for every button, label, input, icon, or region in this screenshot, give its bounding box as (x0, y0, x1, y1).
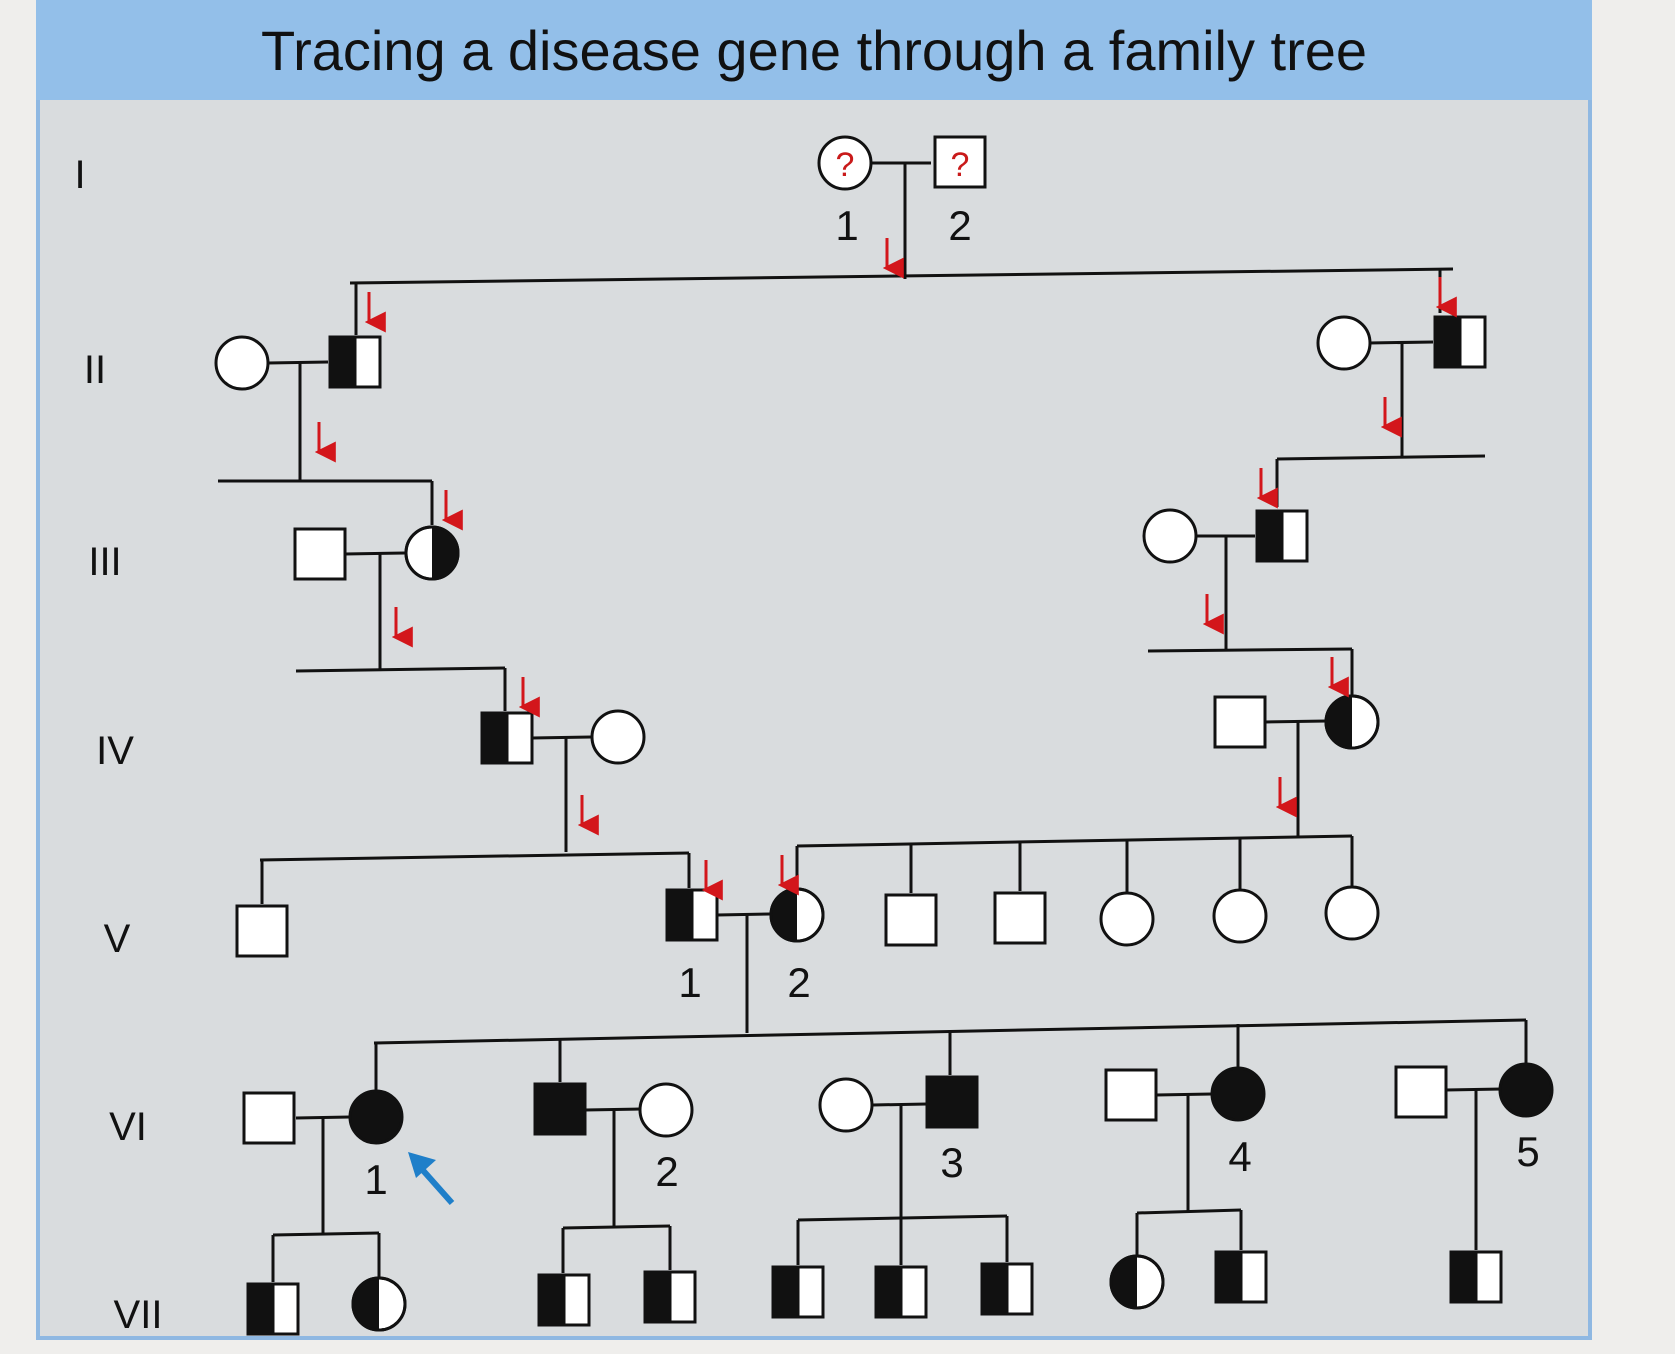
generation-label-i: I (74, 153, 85, 197)
individual-vii-carrier-2 (351, 1276, 407, 1332)
individual-vi-5-spouse (1394, 1065, 1448, 1119)
individual-iv-spouse-right (1213, 695, 1267, 749)
individual-vii-carrier-7 (980, 1262, 1034, 1316)
individual-number-vi-3: 3 (940, 1139, 963, 1186)
individual-number-v-1: 1 (678, 959, 701, 1006)
individual-vii-carrier-9 (1214, 1250, 1268, 1304)
individual-vi-3-spouse (818, 1077, 874, 1133)
individual-vi-2-spouse (638, 1082, 694, 1138)
individual-iv-spouse-left (590, 709, 646, 765)
individual-v-sibling-2 (993, 891, 1047, 945)
individual-v-sibling-4 (1212, 888, 1268, 944)
individual-ii-carrier-right (1433, 315, 1487, 369)
individual-number-i-1: 1 (835, 202, 858, 249)
unknown-mark-i-2: ? (951, 146, 970, 184)
individual-iv-carrier-left (480, 711, 534, 765)
individual-v-sibling-3 (1099, 891, 1155, 947)
individual-iii-carrier-left (404, 525, 460, 581)
generation-label-vii: VII (114, 1293, 163, 1337)
individual-number-vi-5: 5 (1516, 1128, 1539, 1175)
individual-vi-1-proband (348, 1089, 404, 1145)
individual-vii-carrier-5 (771, 1265, 825, 1319)
individual-vii-carrier-4 (643, 1270, 697, 1324)
individual-ii-spouse-right (1316, 315, 1372, 371)
figure-title: Tracing a disease gene through a family … (260, 19, 1368, 82)
generation-label-iv: IV (96, 729, 134, 773)
individual-number-vi-4: 4 (1228, 1133, 1251, 1180)
individual-iii-spouse-right (1142, 508, 1198, 564)
individual-number-v-2: 2 (787, 959, 810, 1006)
individual-iii-carrier-right (1255, 509, 1309, 563)
individual-iii-spouse-left (293, 527, 347, 581)
proband-arrow-icon (408, 1152, 455, 1205)
individual-v-son-unaffected (235, 904, 289, 958)
unknown-mark-i-1: ? (836, 146, 855, 184)
title-band (36, 0, 1592, 100)
individual-vii-carrier-3 (537, 1273, 591, 1327)
individual-vii-carrier-10 (1449, 1250, 1503, 1304)
generation-label-ii: II (84, 348, 106, 392)
individual-vi-4-affected (1210, 1066, 1266, 1122)
individual-number-i-2: 2 (948, 202, 971, 249)
individual-v-2 (769, 887, 825, 943)
individual-vii-carrier-6 (874, 1265, 928, 1319)
individual-vii-carrier-1 (246, 1282, 300, 1336)
individual-vi-5-affected (1498, 1062, 1554, 1118)
individual-number-vi-1: 1 (364, 1156, 387, 1203)
generation-label-v: V (104, 917, 131, 961)
individual-v-sibling-5 (1324, 885, 1380, 941)
individual-vi-3-affected (925, 1075, 979, 1129)
individual-i-2: ? (933, 135, 987, 189)
individual-v-sibling-1 (884, 893, 938, 947)
individual-ii-spouse-left (214, 335, 270, 391)
individual-vi-1-spouse (242, 1091, 296, 1145)
generation-label-iii: III (88, 540, 121, 584)
individual-vii-carrier-8 (1109, 1254, 1165, 1310)
individual-ii-carrier-left (328, 335, 382, 389)
pedigree-symbols: ? ? 1 2 (214, 135, 1554, 1336)
inheritance-arrows (314, 238, 1457, 901)
individual-vi-4-spouse (1104, 1068, 1158, 1122)
individual-iv-carrier-right (1324, 694, 1380, 750)
individual-v-1 (665, 888, 719, 942)
individual-vi-2-affected (533, 1082, 587, 1136)
generation-labels: I II III IV V VI VII (74, 153, 162, 1337)
generation-label-vi: VI (109, 1105, 147, 1149)
individual-i-1: ? (817, 135, 873, 191)
individual-number-vi-2: 2 (655, 1148, 678, 1195)
